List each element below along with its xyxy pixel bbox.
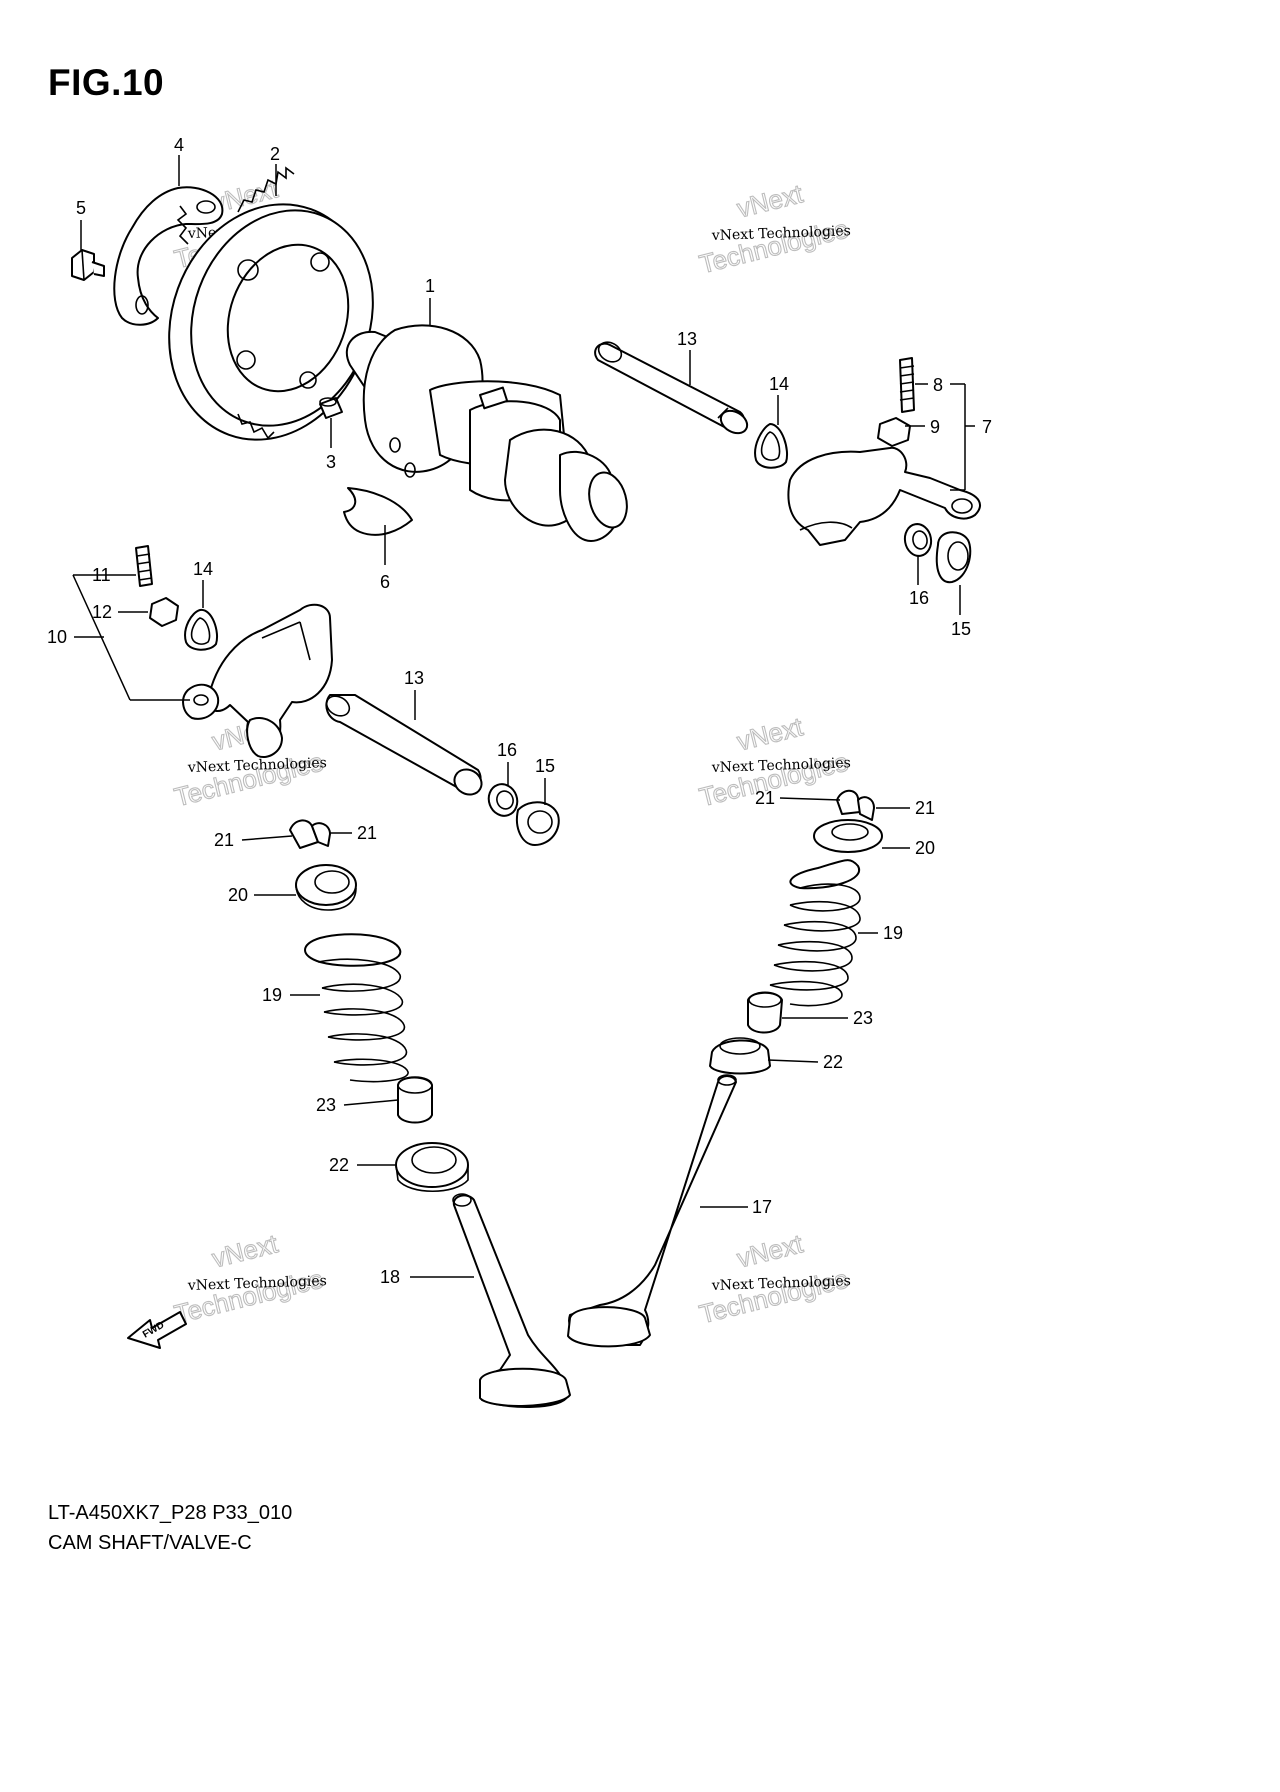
diagram-caption: CAM SHAFT/VALVE-C (48, 1532, 252, 1554)
svg-text:vNext: vNext (734, 178, 806, 223)
forward-direction-arrow: FWD (127, 1311, 187, 1349)
callout-part-12: 12 (92, 602, 112, 622)
callout-part-17: 17 (752, 1197, 772, 1217)
callout-part-19-left: 19 (262, 985, 282, 1005)
callout-part-3: 3 (326, 452, 336, 472)
callout-part-4: 4 (174, 135, 184, 155)
valve-seal-part-23-left (397, 1076, 433, 1124)
callout-part-21-d: 21 (915, 798, 935, 818)
adjusting-screw-part-8 (899, 357, 915, 413)
callout-part-11: 11 (92, 565, 111, 585)
spring-seat-part-22-right (709, 1037, 771, 1075)
model-code: LT-A450XK7_P28 P33_010 (48, 1502, 293, 1524)
callout-part-16-upper: 16 (909, 588, 929, 608)
callout-part-15-lower: 15 (535, 756, 555, 776)
watermark-text: vNext Technologies (711, 1273, 852, 1294)
callout-part-13-lower: 13 (404, 668, 424, 688)
exhaust-valve-part-17 (567, 1074, 737, 1348)
callout-part-20-left: 20 (228, 885, 248, 905)
watermark-text: vNext Technologies (711, 223, 852, 244)
callout-part-14-lower: 14 (193, 559, 213, 579)
svg-text:vNext: vNext (209, 1228, 281, 1273)
rocker-shaft-part-13-upper (594, 341, 749, 435)
callout-part-9: 9 (930, 417, 940, 437)
callout-part-14-upper: 14 (769, 374, 789, 394)
callout-part-6: 6 (380, 572, 390, 592)
watermark-text: vNext Technologies (187, 755, 328, 776)
callout-part-19-right: 19 (883, 923, 903, 943)
part-callouts: 4 2 5 1 3 6 13 14 8 9 7 16 15 11 12 10 1… (47, 135, 992, 1287)
callout-part-13-upper: 13 (677, 329, 697, 349)
callout-part-2: 2 (270, 144, 280, 164)
retainer-part-20-left (295, 864, 357, 911)
callout-part-21-b: 21 (357, 823, 377, 843)
callout-part-21-a: 21 (214, 830, 234, 850)
pin-part-3 (319, 397, 343, 419)
adjusting-screw-part-11 (135, 545, 153, 587)
callout-part-1: 1 (425, 276, 435, 296)
spring-seat-part-22-left (395, 1142, 469, 1193)
valve-seal-part-23-right (747, 991, 783, 1034)
rocker-arm-part-7 (787, 446, 981, 546)
svg-text:vNext: vNext (734, 1228, 806, 1273)
callout-part-18: 18 (380, 1267, 400, 1287)
wave-washer-part-14-lower (184, 608, 218, 651)
callout-part-23-left: 23 (316, 1095, 336, 1115)
callout-part-7: 7 (982, 417, 992, 437)
watermark-text: vNext Technologies (711, 755, 852, 776)
washer-part-16-upper (903, 523, 933, 557)
callout-part-21-c: 21 (755, 788, 775, 808)
svg-text:vNext: vNext (734, 711, 806, 756)
callout-part-8: 8 (933, 375, 943, 395)
lock-nut-part-9 (877, 417, 911, 447)
valve-spring-part-19-right (769, 859, 861, 1007)
intake-valve-part-18 (452, 1193, 571, 1408)
leader-lines (72, 155, 975, 1278)
bolt-part-15-lower (516, 801, 560, 846)
callout-part-22-right: 22 (823, 1052, 843, 1072)
callout-part-16-lower: 16 (497, 740, 517, 760)
cotter-part-21-right (836, 789, 875, 821)
figure-title: FIG.10 (48, 62, 165, 103)
retainer-plate-part-4 (113, 186, 224, 326)
cotter-part-21-left (289, 819, 331, 849)
watermark-text: vNext Technologies (187, 1273, 328, 1294)
rocker-shaft-part-13-lower (325, 694, 483, 796)
wave-washer-part-14-upper (754, 423, 788, 469)
washer-part-16-lower (487, 783, 519, 817)
rocker-arm-part-10 (182, 603, 333, 758)
callout-part-5: 5 (76, 198, 86, 218)
camshaft-part-1 (345, 324, 628, 542)
callout-part-10: 10 (47, 627, 67, 647)
callout-part-22-left: 22 (329, 1155, 349, 1175)
valve-spring-part-19-left (304, 933, 409, 1083)
retainer-part-20-right (813, 819, 883, 853)
bolt-part-5 (71, 249, 105, 281)
cam-sprocket-part-2 (168, 166, 374, 441)
bolt-part-15-upper (935, 531, 972, 584)
callout-part-23-right: 23 (853, 1008, 873, 1028)
callout-part-15-upper: 15 (951, 619, 971, 639)
stopper-part-6 (343, 487, 413, 536)
lock-nut-part-12 (149, 597, 179, 627)
callout-part-20-right: 20 (915, 838, 935, 858)
